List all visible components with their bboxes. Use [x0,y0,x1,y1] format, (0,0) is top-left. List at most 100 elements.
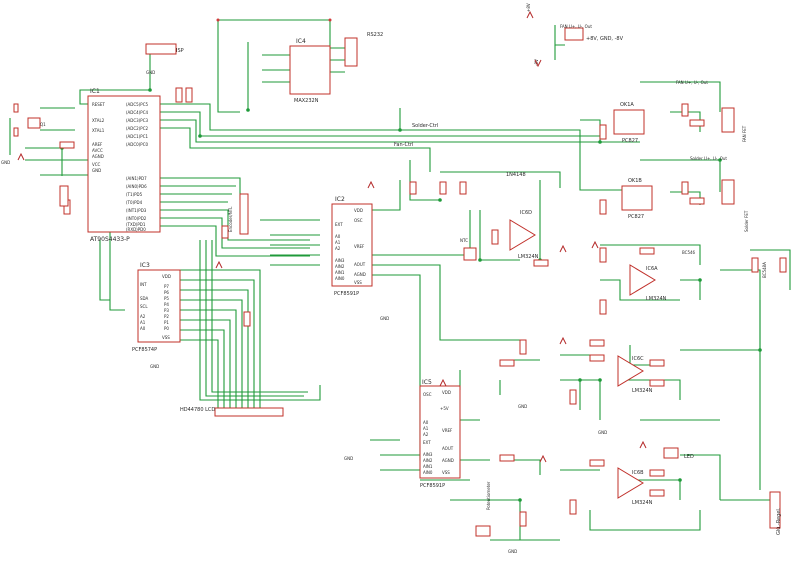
svg-text:AIN3: AIN3 [423,452,433,457]
svg-text:FAN FET: FAN FET [742,125,747,142]
svg-text:PCF8591P: PCF8591P [334,291,359,297]
svg-text:AOUT: AOUT [442,446,454,451]
gnd-label-1: GND [146,70,155,75]
svg-text:VDD: VDD [442,390,451,395]
svg-text:ISP: ISP [176,48,184,54]
svg-text:AGND: AGND [354,272,366,277]
svg-text:(INT0)PD2: (INT0)PD2 [126,216,147,221]
svg-text:OSC: OSC [423,392,432,397]
connector-rs232: RS232 [344,32,383,67]
svg-text:A1: A1 [423,426,429,431]
fan-supply-label: FAN U+, U-, Out [676,80,708,85]
ic5-chip: IC5 PCF8591P OSC EXT A0 A1 A2 AIN3 AIN2 … [419,379,461,489]
svg-text:PCF8591P: PCF8591P [420,483,445,489]
opamp-ic6c: IC6C LM324N [617,355,653,394]
opamp-ic6b: IC6B LM324N [617,467,653,506]
junction-dots [60,88,762,502]
svg-text:PC827: PC827 [628,214,644,220]
ic1-part: AT90S4433-P [90,236,130,243]
svg-text:LM324N: LM324N [632,388,653,394]
svg-text:AREF: AREF [92,142,103,147]
svg-text:A0: A0 [423,420,429,425]
svg-text:(ADC5)PC5: (ADC5)PC5 [126,102,148,107]
svg-text:Glü.-Regel.: Glü.-Regel. [776,507,782,535]
opamp-ic6d: IC6D LM324N [509,210,539,260]
ic1-ref: IC1 [90,88,100,95]
svg-text:AOUT: AOUT [354,262,366,267]
svg-text:Solder FET: Solder FET [744,210,749,232]
svg-text:VREF: VREF [354,244,365,249]
transistor-label-2: BC548A [762,262,767,278]
svg-text:NTC: NTC [460,238,468,243]
svg-text:P1: P1 [164,320,169,325]
svg-text:EXT: EXT [423,440,431,445]
svg-text:EXT: EXT [335,222,343,227]
svg-text:VSS: VSS [354,280,362,285]
svg-text:(ADC0)PC0: (ADC0)PC0 [126,142,148,147]
svg-text:(AIN1)PD7: (AIN1)PD7 [126,176,147,181]
svg-text:(ADC3)PC3: (ADC3)PC3 [126,118,148,123]
svg-text:LED: LED [684,454,694,460]
svg-text:P4: P4 [164,302,169,307]
svg-text:P2: P2 [164,314,169,319]
encoder-label: Encoder/NTL [228,206,233,232]
svg-text:OK1A: OK1A [620,102,634,108]
solder-supply-label: Solder U+, U-, Out [690,156,727,161]
supply-pos-label: +8V [526,3,531,12]
svg-text:AIN0: AIN0 [423,470,433,475]
svg-text:AGND: AGND [442,458,454,463]
gnd-label-6: GND [150,364,159,369]
svg-text:(ADC4)PC4: (ADC4)PC4 [126,110,148,115]
svg-text:P5: P5 [164,296,169,301]
svg-text:INT: INT [140,282,147,287]
svg-text:Potentiometer: Potentiometer [486,481,491,510]
svg-text:A2: A2 [140,314,146,319]
svg-text:IC3: IC3 [140,262,150,269]
ic2-chip: IC2 PCF8591P EXT A0 A1 A2 AIN3 AIN2 AIN1… [331,196,373,297]
svg-text:IC5: IC5 [422,379,432,386]
connector-j10: +8V, GND, -8V [564,27,624,42]
quartz-label: Q1 [40,122,46,127]
ic3-chip: IC3 PCF8574P INT SDA SCL A2 A1 A0 VDD P7… [132,262,181,353]
connector-solder-fet: Solder FET [721,179,749,232]
net-labels: Solder-Ctrl Fan-Ctrl 1N4148 Encoder/NTL … [1,3,767,554]
svg-text:MAX232N: MAX232N [294,98,319,104]
svg-text:A0: A0 [335,234,341,239]
gnd-label-2: GND [1,160,10,165]
svg-text:AIN0: AIN0 [335,276,345,281]
svg-text:VREF: VREF [442,428,453,433]
connector-isp: ISP [145,43,184,55]
svg-text:SCL: SCL [140,304,148,309]
svg-text:AIN3: AIN3 [335,258,345,263]
connector-ntc: NTC [460,238,477,261]
v5-label: +5V [440,406,449,411]
opamp-ic6a: IC6A LM324N [629,264,667,302]
svg-text:(ADC1)PC1: (ADC1)PC1 [126,134,148,139]
connector-j10-fan-label: FAN U+, U-, Out [560,24,592,29]
svg-text:VCC: VCC [92,162,101,167]
svg-text:RESET: RESET [92,102,105,107]
solder-ctrl-label: Solder-Ctrl [412,123,438,129]
svg-text:(TXD)PD1: (TXD)PD1 [126,222,146,227]
svg-text:PCF8574P: PCF8574P [132,347,157,353]
svg-text:P0: P0 [164,326,169,331]
gnd-label-7: GND [344,456,353,461]
connector-glueregel: Glü.-Regel. [769,491,782,535]
svg-text:(RXD)PD0: (RXD)PD0 [126,227,146,232]
svg-text:GND: GND [92,168,101,173]
svg-text:(ADC2)PC2: (ADC2)PC2 [126,126,148,131]
optocoupler-ok1b: OK1B PC827 [621,178,653,220]
diode-label: 1N4148 [506,172,526,178]
svg-text:AVCC: AVCC [92,148,103,153]
svg-text:LM324N: LM324N [646,296,667,302]
ic1-chip: IC1 AT90S4433-P RESET XTAL2 XTAL1 AREF A… [87,88,161,243]
svg-text:IC4: IC4 [296,38,306,45]
svg-text:OSC: OSC [354,218,363,223]
connector-pot: Potentiometer [475,481,491,537]
svg-text:VSS: VSS [442,470,450,475]
connector-led: LED [663,447,694,460]
svg-text:AIN2: AIN2 [335,264,345,269]
optocoupler-ok1a: OK1A PC827 [613,102,645,144]
svg-text:AIN1: AIN1 [423,464,433,469]
gnd-label-3: GND [380,316,389,321]
